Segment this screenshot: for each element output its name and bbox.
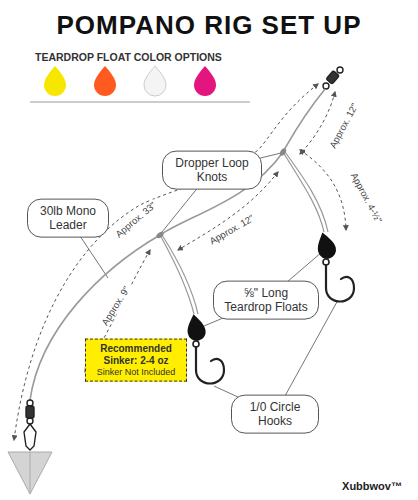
dimension-label: Approx. 12" (206, 212, 257, 248)
dimension-label: Approx. 12" (327, 100, 361, 152)
orange-float (94, 66, 116, 96)
callout-box: 1/0 Circle Hooks (231, 395, 319, 434)
callout-box: 30lb Mono Leader (27, 199, 109, 238)
dimension-label: Approx. 33" (112, 199, 160, 241)
brand-watermark: Xubbwov™ (340, 480, 404, 492)
divider-line (30, 102, 250, 103)
callout-box: Dropper Loop Knots (162, 151, 262, 190)
main-line (30, 89, 325, 400)
circle-hook (193, 341, 224, 384)
note-text: Sinker Not Included (90, 367, 182, 378)
float-color-swatches (44, 66, 216, 96)
callout-box: ⅝" Long Teardrop Floats (213, 281, 319, 320)
dimension-label: Approx. 4-½" (348, 169, 385, 226)
upper-dropper (283, 152, 328, 232)
callout-text: ⅝" Long Teardrop Floats (222, 286, 310, 315)
callout-text: 30lb Mono Leader (36, 204, 100, 233)
teardrop-float (185, 313, 207, 343)
dropper-knot (155, 231, 164, 240)
white-float (144, 66, 166, 96)
diagram-title: POMPANO RIG SET UP (0, 10, 418, 41)
teardrop-float (314, 230, 338, 261)
lower-dropper (160, 235, 198, 314)
callout-leaders (68, 153, 338, 414)
section-heading: TEARDROP FLOAT COLOR OPTIONS (35, 52, 222, 64)
pink-float (194, 66, 216, 96)
callout-text: 1/0 Circle Hooks (240, 400, 310, 429)
callout-text: Dropper Loop Knots (171, 156, 253, 185)
callout-text: Recommended Sinker: 2-4 oz (90, 343, 182, 367)
snap-swivel (24, 400, 36, 450)
barrel-swivel (323, 67, 343, 89)
circle-hook (323, 259, 354, 302)
pyramid-sinker (8, 452, 52, 494)
dropper-knot (279, 147, 288, 156)
dimension-arcs (14, 84, 346, 440)
sinker-box: Recommended Sinker: 2-4 ozSinker Not Inc… (85, 339, 187, 382)
yellow-float (44, 66, 66, 96)
dimension-label: Approx. 9" (99, 283, 133, 329)
